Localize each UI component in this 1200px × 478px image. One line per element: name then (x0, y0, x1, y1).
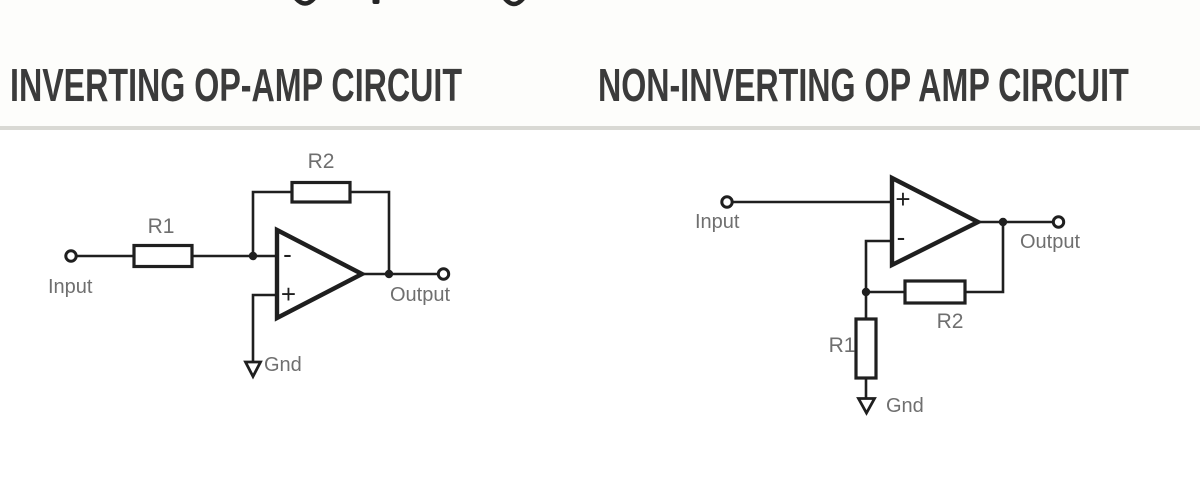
resistor-r2 (903, 279, 967, 305)
non-inverting-circuit-diagram: + - R1 R2 Input Output Gnd (695, 174, 1080, 417)
output-label: Output (390, 284, 450, 306)
input-label: Input (48, 276, 93, 298)
r2-label: R2 (308, 150, 335, 173)
non-inverting-pin-label: + (895, 184, 910, 214)
input-terminal (64, 249, 78, 263)
junction-dot (998, 217, 1008, 227)
inverting-input-wire (864, 239, 892, 292)
junction-dot (861, 287, 871, 297)
descender-fragment-icon (294, 0, 316, 6)
opamp-triangle (274, 226, 367, 322)
header-divider-line (0, 126, 1200, 130)
resistor-r1 (854, 317, 878, 380)
inverting-circuit-title: INVERTING OP-AMP CIRCUIT (10, 59, 463, 111)
r1-label: R1 (829, 334, 856, 357)
non-inverting-pin-label: + (281, 279, 296, 309)
r2-label: R2 (937, 310, 964, 333)
resistor-r2 (290, 180, 352, 204)
inverting-pin-label: - (897, 222, 906, 252)
inverting-pin-label: - (283, 239, 292, 269)
input-terminal (720, 195, 734, 209)
ground-wire (251, 293, 277, 362)
opamp-triangle (889, 174, 983, 269)
input-label: Input (695, 211, 740, 233)
ground-icon (243, 360, 263, 380)
output-terminal (436, 267, 451, 281)
resistor-r1 (132, 243, 194, 269)
gnd-label: Gnd (886, 395, 924, 417)
r1-label: R1 (148, 215, 175, 238)
descender-fragment-icon (503, 0, 525, 7)
output-label: Output (1020, 231, 1080, 253)
junction-dot (248, 251, 258, 261)
output-terminal (1051, 215, 1066, 229)
descender-fragment-icon (372, 0, 380, 4)
inverting-circuit-diagram: - + R1 R2 Input Output Gnd (48, 150, 451, 380)
cropped-heading-descenders (294, 0, 525, 7)
header-band (0, 0, 1200, 126)
non-inverting-circuit-title: NON-INVERTING OP AMP CIRCUIT (598, 59, 1129, 111)
ground-icon (856, 397, 877, 416)
junction-dot (384, 269, 394, 279)
gnd-label: Gnd (264, 354, 302, 376)
